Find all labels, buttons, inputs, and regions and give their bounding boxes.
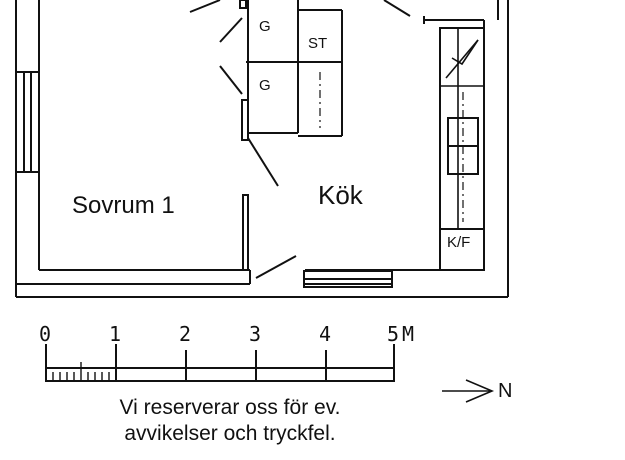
scale-mark-1: 1 — [109, 322, 122, 346]
door-swings — [189, 0, 411, 279]
window-bottom — [303, 270, 393, 288]
storage-label: ST — [308, 35, 328, 52]
fridge-freezer-label: K/F — [447, 234, 471, 251]
scale-mark-5: 5 — [387, 322, 400, 346]
partition-wall — [239, 0, 299, 271]
room-label-bedroom: Sovrum 1 — [72, 192, 175, 219]
scale-bar — [45, 344, 395, 382]
room-label-kitchen: Kök — [318, 180, 363, 210]
scale-mark-0: 0 — [39, 322, 52, 346]
north-arrow-icon — [442, 379, 495, 403]
wardrobe-label-1: G — [259, 18, 271, 35]
wardrobe-label-2: G — [259, 77, 271, 94]
disclaimer-line-1: Vi reserverar oss för ev. — [119, 396, 341, 419]
storage-cabinet — [298, 9, 343, 137]
north-label: N — [498, 380, 513, 402]
kitchen-counter — [439, 27, 485, 271]
disclaimer-line-2: avvikelser och tryckfel. — [124, 422, 336, 445]
scale-mark-4: 4 — [319, 322, 332, 346]
scale-mark-3: 3 — [249, 322, 262, 346]
scale-mark-2: 2 — [179, 322, 192, 346]
window-left — [15, 71, 40, 173]
scale-unit: M — [402, 322, 415, 346]
outer-wall-right — [423, 0, 509, 297]
